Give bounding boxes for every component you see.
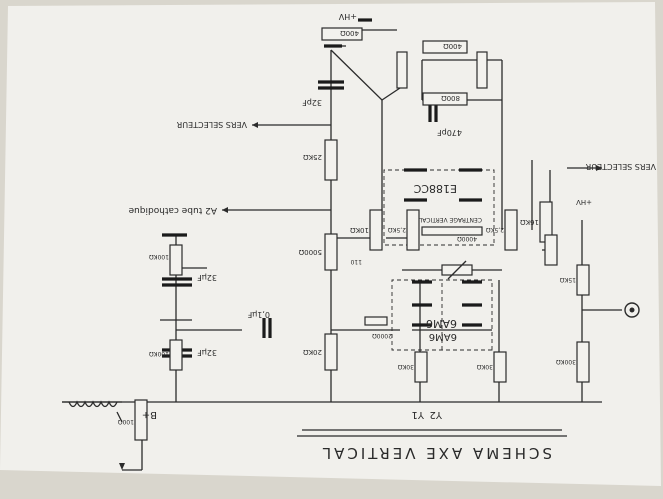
r-16k-label: 16KΩ — [520, 218, 539, 226]
r-25k-upper-label: 25KΩ — [303, 153, 322, 161]
schematic-title: SCHEMA AXE VERTICAL — [320, 444, 552, 462]
c-470pf-label: 470pF — [437, 128, 462, 137]
y1-label: Y1 — [412, 409, 425, 420]
r-10k-label: 10KΩ — [350, 226, 369, 234]
title-underline — [297, 429, 567, 437]
r-5000-label: 5000Ω — [298, 248, 322, 256]
y2-label: Y2 — [430, 409, 443, 420]
c-32uf-a-label: 32µF — [197, 273, 217, 282]
r-30k-a-label: 30KΩ — [397, 363, 414, 370]
supply-top-label: +HV — [338, 12, 357, 21]
signal-arrows — [119, 122, 602, 471]
c-32uf-b-label: 32µF — [197, 348, 217, 357]
output-jack — [624, 302, 640, 318]
r-2000-label: 2000Ω — [372, 332, 392, 339]
r-800-label: 800Ω — [441, 94, 460, 102]
r-400-pot-label: 400Ω — [443, 42, 462, 50]
c-32pf-label: 32pF — [302, 98, 322, 107]
r-300-label: 300KΩ — [556, 358, 576, 365]
a2-tube-cathodique-label: A2 tube cathodique — [128, 205, 217, 215]
r-15k-label: 15KΩ — [559, 276, 576, 283]
tube-6am6-b-label: 6AM6 — [429, 331, 457, 342]
vers-selecteur-left-label: VERS SELECTEUR — [176, 120, 247, 129]
tube-electrodes — [404, 168, 482, 327]
r-25k-b-label: 2,5KΩ — [486, 226, 504, 233]
r-4000-label: 4000Ω — [457, 235, 477, 242]
resistor-bodies — [134, 27, 590, 441]
c-01uf-label: 0,1µF — [247, 310, 270, 319]
tube-6am6-a-label: 6AM6 — [426, 317, 457, 330]
centrage-vertical-label: CENTRAGE VERTICAL — [418, 216, 482, 223]
r-100k-b-label: 100KΩ — [149, 350, 169, 357]
r-100k-label: 100KΩ — [149, 253, 169, 260]
tube-envelopes — [383, 169, 495, 351]
supply-right-label: +HV — [576, 198, 592, 206]
r-20k-label: 20KΩ — [303, 348, 322, 356]
r-100-bottom-label: 100Ω — [118, 418, 134, 425]
r-25k-a-label: 2,5KΩ — [388, 226, 406, 233]
r-30k-b-label: 30KΩ — [476, 363, 493, 370]
r-110-label: 110 — [350, 258, 362, 265]
r-400-top-label: 400Ω — [340, 29, 359, 37]
b-plus-label: B+ — [142, 409, 157, 420]
tube-e188cc-label: E188CC — [413, 182, 457, 195]
vers-selecteur-right-label: VERS SELECTEUR — [585, 162, 656, 171]
potentiometer-symbol — [441, 260, 473, 280]
inductor-coil — [68, 400, 118, 408]
